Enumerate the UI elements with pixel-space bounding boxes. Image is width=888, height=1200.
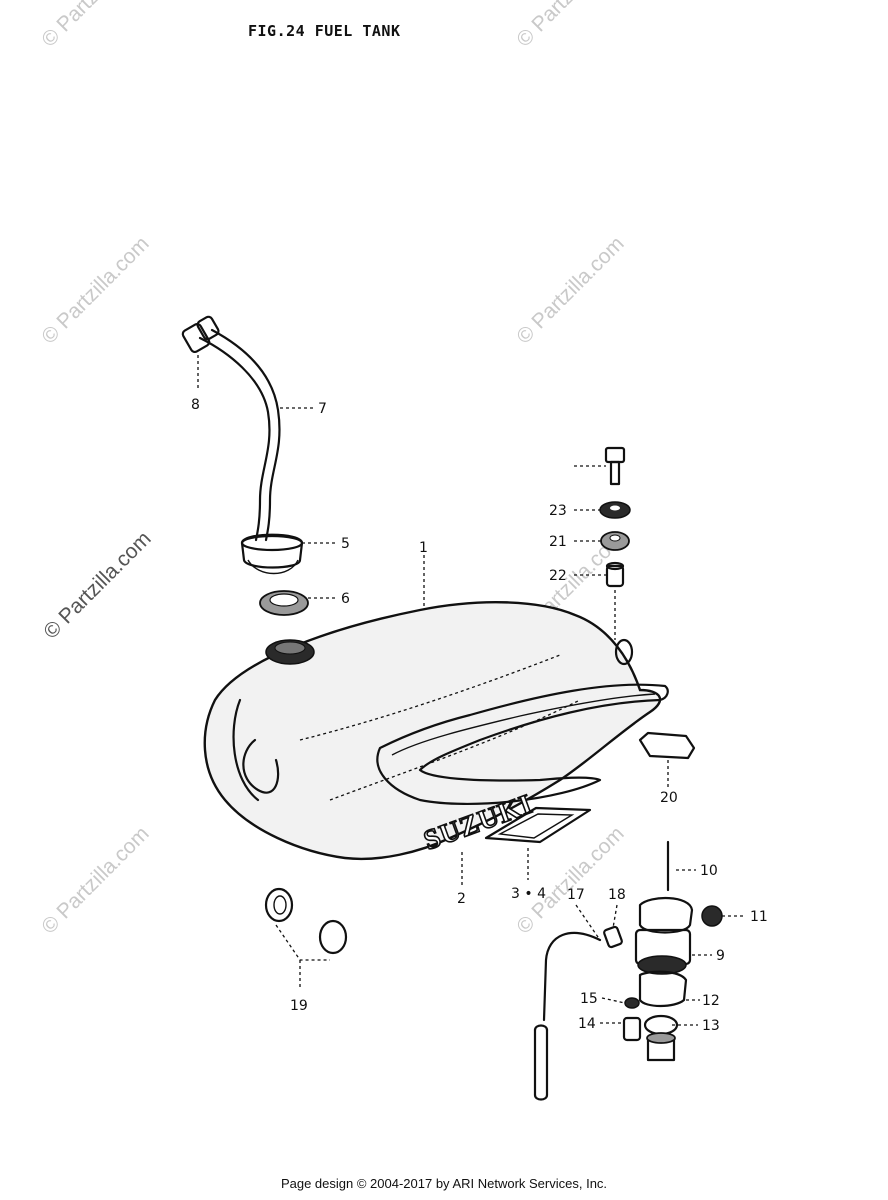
cap-gasket [259,590,309,616]
callout-19: 20 [660,790,678,806]
watermark-text: © Partzilla.com [37,232,153,348]
callout-10: 10 [700,863,718,879]
callout-1: 1 [419,540,428,556]
breather-hose [181,315,281,542]
callout-16: 17 [567,887,585,903]
collar-21 [605,561,625,588]
leader-lines [197,355,746,1026]
callout-3-4: 3 • 4 [511,886,546,902]
watermark-text: © Partzilla.com [512,822,628,938]
fuel-tank-body [203,601,669,861]
cushion-20 [600,531,630,551]
callout-9: 9 [716,948,725,964]
watermark-text: © Partzilla.com [37,822,153,938]
callout-20: 21 [549,534,567,550]
callout-labels: 8 7 5 6 1 2 3 • 4 20 23 21 22 10 11 9 12… [191,397,768,1034]
rear-cushion [638,731,696,760]
figure-title: FIG.24 FUEL TANK [248,22,401,40]
watermark-text: © Partzilla.com [512,232,628,348]
callout-12: 12 [702,993,720,1009]
callout-7: 7 [318,401,327,417]
callout-17: 18 [608,887,626,903]
watermark-text: © Partzilla.com [512,0,628,52]
callout-14: 14 [578,1016,596,1032]
callout-5: 5 [341,536,350,552]
fuel-cap [240,533,304,575]
callout-8: 8 [191,397,200,413]
tank-cushions [264,887,348,955]
watermark-text: © Partzilla.com [37,0,153,52]
callout-13: 13 [702,1018,720,1034]
hose-clamp [181,315,220,354]
watermark-text: © Partzilla.com [39,527,155,643]
callout-18: 19 [290,998,308,1014]
decal-plate [484,806,592,844]
callout-11: 11 [750,909,768,925]
callout-22: 23 [549,503,567,519]
callout-15: 15 [580,991,598,1007]
fuel-cock-assembly [533,840,723,1101]
page-footer: Page design © 2004-2017 by ARI Network S… [280,1176,608,1191]
washer-22 [599,501,631,519]
callout-21: 22 [549,568,567,584]
callout-2: 2 [457,891,466,907]
callout-6: 6 [341,591,350,607]
bolt-23 [604,446,626,486]
